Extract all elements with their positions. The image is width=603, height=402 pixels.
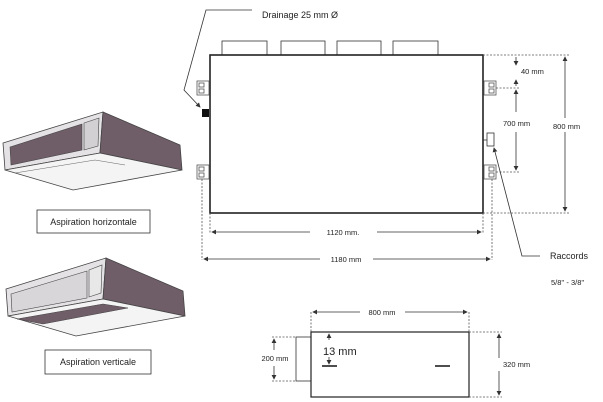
unit-outline-top	[209, 54, 484, 214]
side-320-label: 320 mm	[503, 360, 530, 369]
top-view	[196, 40, 497, 214]
aspiration-horizontale-label: Aspiration horizontale	[50, 217, 137, 227]
unit-vertical-aspiration-illustration	[5, 257, 186, 337]
drainage-label: Drainage 25 mm Ø	[262, 10, 338, 20]
raccords-sizes-label: 5/8'' - 3/8''	[551, 278, 585, 287]
label-box-vertical	[44, 349, 152, 375]
dim-1120-label: 1120 mm.	[327, 228, 360, 237]
side-800-label: 800 mm	[368, 308, 395, 317]
drain-outlet	[202, 109, 209, 117]
raccords-connector	[486, 132, 495, 147]
dim-1180-label: 1180 mm	[331, 255, 362, 264]
aspiration-verticale-label: Aspiration verticale	[60, 357, 136, 367]
dim-700-label: 700 mm	[503, 119, 530, 128]
unit-horizontal-aspiration-illustration	[2, 111, 183, 191]
mounting-bracket-icons	[196, 80, 497, 180]
dim-40-label: 40 mm	[521, 67, 544, 76]
label-box-horizontal	[36, 209, 151, 234]
unit-outline-side	[310, 331, 470, 398]
raccords-label: Raccords	[550, 251, 589, 261]
dim-800-height-label: 800 mm	[553, 122, 580, 131]
side-view: 800 mm 200 mm 13 mm 320 mm	[261, 308, 530, 398]
side-13-label: 13 mm	[323, 346, 357, 358]
side-200-label: 200 mm	[261, 354, 288, 363]
